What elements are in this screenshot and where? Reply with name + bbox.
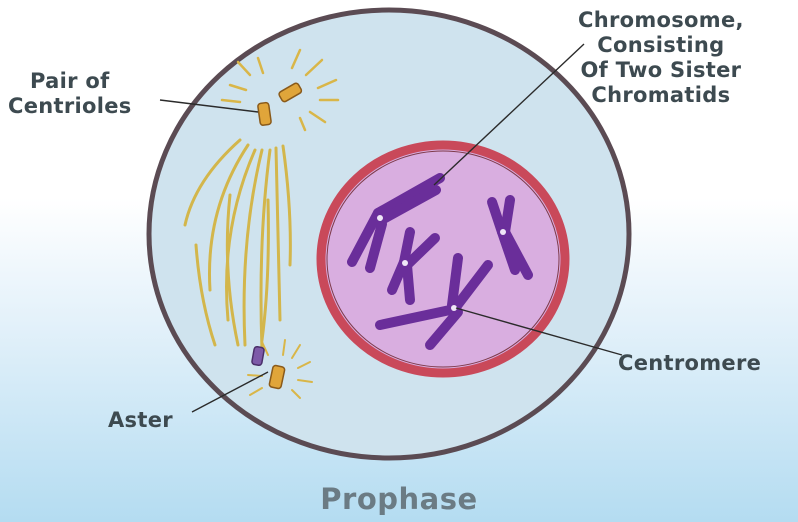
centrioles-label: Pair of Centrioles (8, 69, 132, 119)
centrioles-label-line-1: Pair of (8, 69, 132, 94)
diagram-caption: Prophase (0, 482, 798, 516)
chromosome-label-line-1: Chromosome, (578, 8, 744, 33)
chromosome-label-line-4: Chromatids (578, 83, 744, 108)
chromosome-label: Chromosome, Consisting Of Two Sister Chr… (578, 8, 744, 108)
centromere-label: Centromere (618, 351, 761, 376)
aster-label: Aster (108, 408, 173, 433)
chromosome-label-line-2: Consisting (578, 33, 744, 58)
centrioles-label-line-2: Centrioles (8, 94, 132, 119)
chromosome-label-line-3: Of Two Sister (578, 58, 744, 83)
